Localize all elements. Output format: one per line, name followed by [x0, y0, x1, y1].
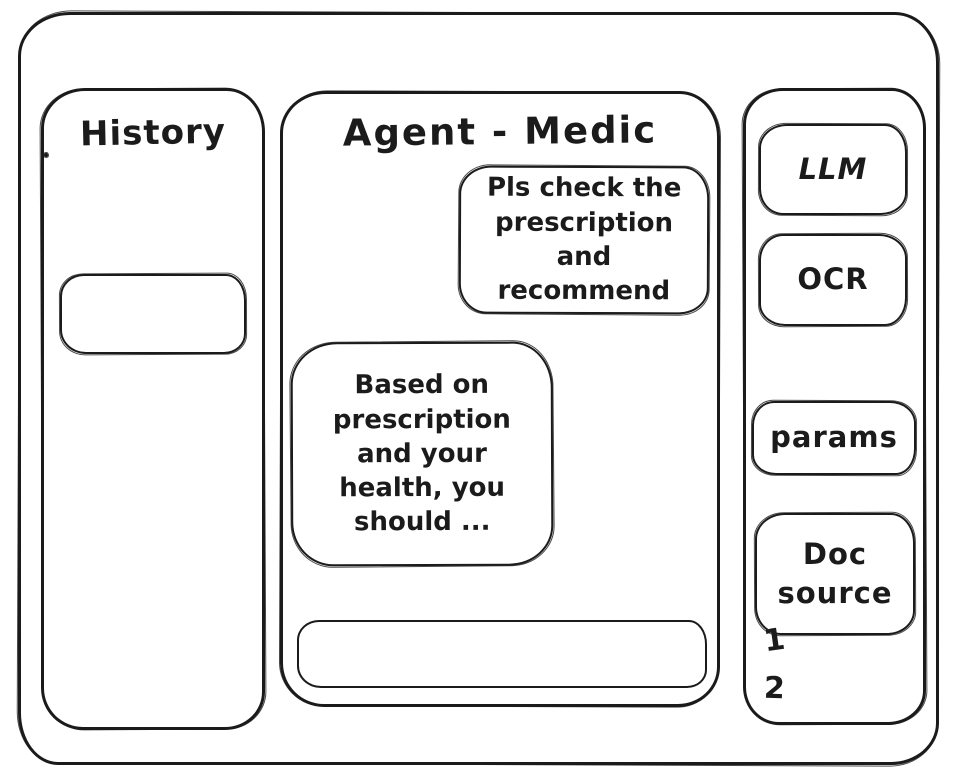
assistant-message-bubble: Based on prescription and your health, y…	[290, 341, 554, 567]
assistant-message-text: Based on prescription and your health, y…	[332, 369, 511, 538]
history-item[interactable]	[60, 274, 246, 354]
user-message-bubble: Pls check the prescription and recommend	[458, 165, 710, 315]
history-title: History	[79, 111, 227, 155]
chat-input[interactable]	[297, 620, 707, 688]
chat-panel: Agent - Medic Pls check the prescription…	[280, 91, 720, 707]
llm-button[interactable]: LLM	[759, 124, 907, 215]
ocr-button[interactable]: OCR	[759, 234, 907, 326]
doc-source-button[interactable]: Doc source	[755, 513, 915, 635]
app-window: History Agent - Medic Pls check the pres…	[18, 12, 939, 765]
history-item[interactable]	[44, 153, 48, 157]
params-button[interactable]: params	[752, 401, 916, 475]
chat-title: Agent - Medic	[342, 108, 658, 155]
user-message-text: Pls check the prescription and recommend	[486, 173, 682, 307]
tools-panel: LLM OCR params Doc source 1 2	[743, 88, 926, 725]
history-panel: History	[41, 88, 265, 730]
doc-source-item[interactable]: 2	[763, 670, 786, 707]
